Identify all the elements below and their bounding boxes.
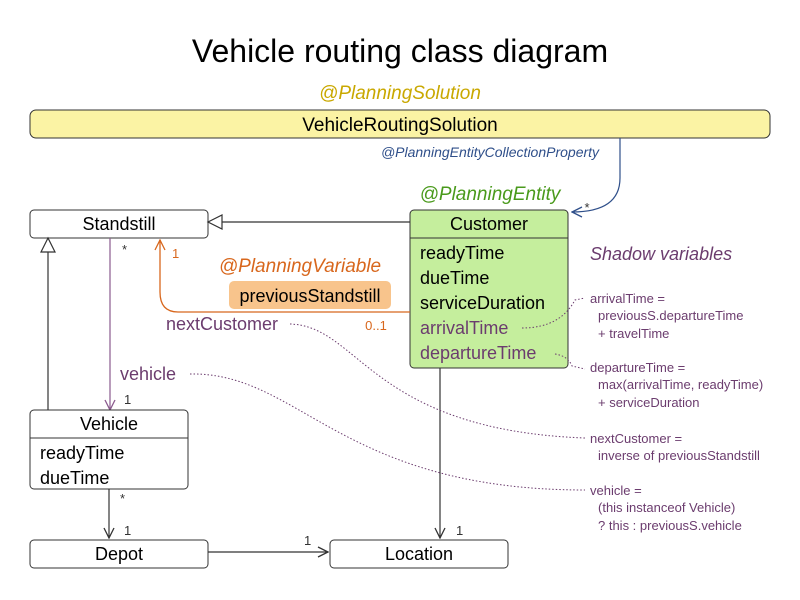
customer-class-box[interactable] (409, 209, 569, 369)
vehicle-ref-label: vehicle (120, 364, 176, 384)
collection-property-annotation: @PlanningEntityCollectionProperty (381, 144, 600, 160)
collection-connector (572, 138, 621, 212)
vehicle-field-due-time: dueTime (40, 468, 109, 488)
vehicle-routing-solution-box[interactable] (29, 109, 771, 139)
previous-standstill-highlight[interactable] (229, 281, 391, 309)
vehicle-depot-star: * (120, 491, 125, 506)
vehicle-depot-one: 1 (124, 523, 131, 538)
next-customer-note-link (289, 323, 586, 439)
vehicle-field-ready-time: readyTime (40, 443, 124, 463)
page-title: Vehicle routing class diagram (192, 33, 608, 69)
departure-time-note: departureTime = max(arrivalTime, readyTi… (590, 360, 763, 410)
depot-class-name: Depot (95, 544, 143, 564)
standstill-class-box[interactable] (29, 209, 209, 239)
departure-note-line-3: + serviceDuration (598, 395, 700, 410)
arrival-note-link (521, 297, 586, 329)
vehicle-note-line-3: ? this : previousS.vehicle (598, 518, 742, 533)
previous-multiplicity-zero-one: 0..1 (365, 318, 387, 333)
next-customer-note-line-2: inverse of previousStandstill (598, 448, 760, 463)
vehicle-note-line-2: (this instanceof Vehicle) (598, 500, 735, 515)
customer-location-one: 1 (456, 523, 463, 538)
planning-entity-annotation: @PlanningEntity (420, 184, 562, 205)
depot-class-box[interactable] (29, 539, 209, 569)
depot-location-one: 1 (304, 533, 311, 548)
customer-field-ready-time: readyTime (420, 243, 504, 263)
vehicle-note: vehicle = (this instanceof Vehicle) ? th… (590, 483, 742, 533)
planning-solution-annotation: @PlanningSolution (319, 83, 481, 104)
customer-field-arrival-time: arrivalTime (420, 318, 508, 338)
departure-note-line-1: departureTime = (590, 360, 685, 375)
collection-multiplicity: * (584, 200, 589, 215)
next-customer-note-line-1: nextCustomer = (590, 431, 682, 446)
vehicle-routing-solution-label: VehicleRoutingSolution (302, 115, 497, 136)
arrival-note-line-2: previousS.departureTime (598, 308, 743, 323)
vehicle-class-name: Vehicle (80, 414, 138, 434)
vehicle-note-link (189, 373, 586, 491)
vehicle-inheritance-triangle (40, 236, 56, 253)
planning-variable-annotation: @PlanningVariable (219, 256, 381, 277)
arrival-note-line-1: arrivalTime = (590, 291, 665, 306)
customer-class-name: Customer (450, 214, 528, 234)
departure-note-link (554, 353, 586, 370)
next-customer-label: nextCustomer (166, 314, 278, 334)
vehicle-note-line-1: vehicle = (590, 483, 642, 498)
location-class-box[interactable] (329, 539, 509, 569)
standstill-vehicle-one: 1 (124, 392, 131, 407)
departure-note-line-2: max(arrivalTime, readyTime) (598, 377, 763, 392)
arrival-time-note: arrivalTime = previousS.departureTime + … (590, 291, 743, 341)
location-class-name: Location (385, 544, 453, 564)
customer-inheritance-triangle (206, 214, 223, 230)
customer-field-service-duration: serviceDuration (420, 293, 545, 313)
customer-field-due-time: dueTime (420, 268, 489, 288)
customer-field-departure-time: departureTime (420, 343, 536, 363)
previous-standstill-label: previousStandstill (239, 286, 380, 306)
standstill-vehicle-star: * (122, 242, 127, 257)
standstill-class-name: Standstill (82, 214, 155, 234)
previous-multiplicity-one: 1 (172, 246, 179, 261)
previous-standstill-connector (160, 240, 410, 313)
next-customer-note: nextCustomer = inverse of previousStands… (590, 431, 760, 463)
shadow-variables-heading: Shadow variables (590, 244, 732, 264)
arrival-note-line-3: + travelTime (598, 326, 669, 341)
